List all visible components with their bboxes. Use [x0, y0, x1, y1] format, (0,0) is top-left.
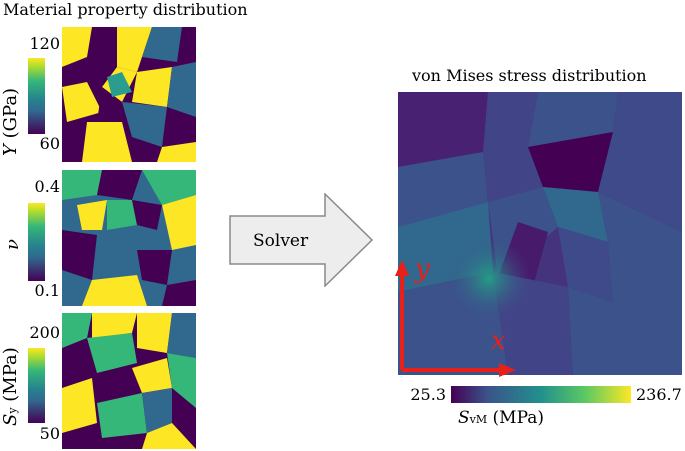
solver-arrow	[229, 193, 373, 287]
y-colorbar-max: 120	[29, 34, 60, 53]
x-axis-label: x	[491, 326, 506, 356]
stress-colorbar	[451, 386, 631, 403]
right-title: von Mises stress distribution	[412, 66, 647, 85]
stress-colorbar-min: 25.3	[410, 385, 446, 404]
stress-colorbar-max: 236.7	[636, 385, 682, 404]
y-colorbar	[28, 58, 45, 134]
y-colorbar-min: 60	[39, 134, 60, 153]
nu-colorbar-label: ν	[2, 239, 23, 250]
nu-colorbar-min: 0.1	[34, 281, 60, 300]
solver-label: Solver	[253, 231, 309, 251]
youngs-modulus-map	[62, 27, 196, 162]
left-title: Material property distribution	[3, 0, 248, 19]
nu-colorbar	[28, 203, 45, 281]
coordinate-axes	[395, 260, 516, 377]
poisson-ratio-map	[62, 170, 196, 306]
sy-colorbar-max: 200	[29, 323, 60, 342]
y-axis-label: y	[415, 254, 430, 284]
y-colorbar-label: Y (GPa)	[0, 87, 21, 156]
stress-colorbar-label: SvM (MPa)	[458, 408, 545, 428]
sy-colorbar-label: Sy (MPa)	[0, 347, 21, 426]
nu-colorbar-max: 0.4	[34, 177, 60, 196]
yield-strength-map	[62, 313, 196, 449]
sy-colorbar	[28, 348, 45, 423]
stress-map	[398, 92, 682, 375]
sy-colorbar-min: 50	[39, 424, 60, 443]
